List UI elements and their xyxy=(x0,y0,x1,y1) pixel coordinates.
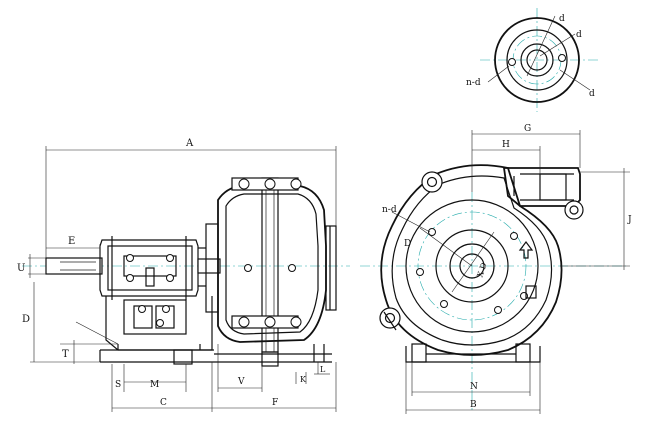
label-d2: d xyxy=(576,30,582,40)
label-U: U xyxy=(17,263,25,274)
lug-bottom-left xyxy=(379,307,401,329)
bearing-housing xyxy=(99,239,199,297)
label-XD-front: X D xyxy=(475,262,488,279)
label-L: L xyxy=(320,365,326,374)
suction-flange xyxy=(325,225,337,311)
label-J: J xyxy=(627,215,632,225)
lug-top-left xyxy=(421,171,443,193)
label-d1: d xyxy=(559,14,565,24)
label-S: S xyxy=(115,380,121,390)
front-base xyxy=(405,346,541,363)
label-H: H xyxy=(502,140,510,150)
label-E: E xyxy=(68,236,75,247)
label-N: N xyxy=(470,382,478,392)
shaft xyxy=(45,257,103,275)
volute-casing xyxy=(380,164,563,356)
label-C: C xyxy=(160,398,167,408)
side-view: A E U D T S M C V xyxy=(17,138,350,412)
label-K: K xyxy=(300,375,307,384)
label-nd-top: n-d xyxy=(466,78,481,88)
label-T: T xyxy=(62,349,69,360)
lug-right xyxy=(564,200,584,220)
label-B: B xyxy=(470,400,477,410)
label-d3: d xyxy=(589,89,595,99)
label-D-front: D xyxy=(404,239,411,249)
front-view: n-d D X D G H J N B xyxy=(360,124,632,414)
label-A: A xyxy=(185,138,194,149)
label-D: D xyxy=(22,314,30,325)
label-F: F xyxy=(272,398,278,408)
label-G: G xyxy=(524,124,531,134)
label-nd-front: n-d xyxy=(382,205,397,215)
label-M: M xyxy=(150,380,159,390)
top-flange-view: d d d n-d xyxy=(466,8,598,112)
label-V: V xyxy=(237,377,245,387)
